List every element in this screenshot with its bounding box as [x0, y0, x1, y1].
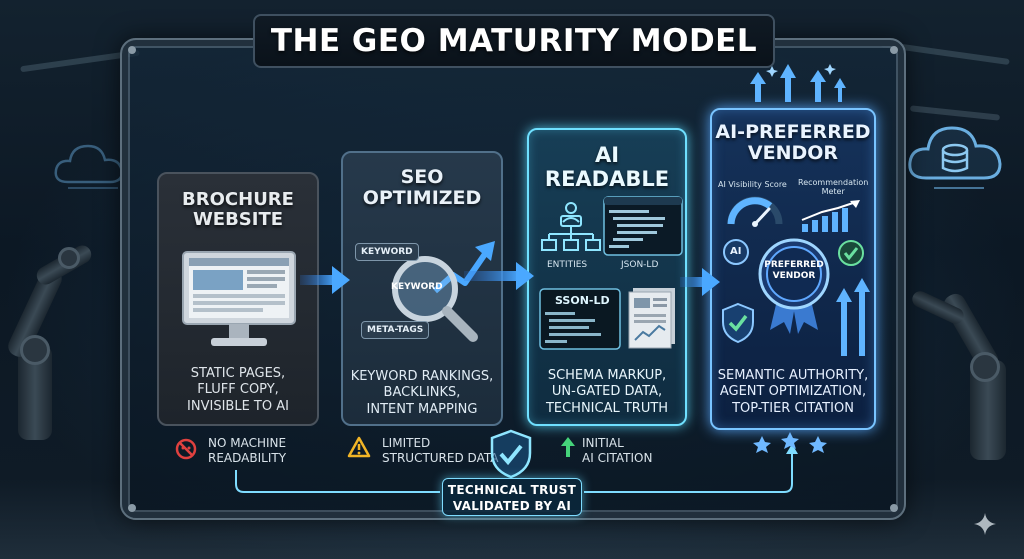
trust-shield-icon — [490, 429, 532, 479]
arrow-stage-3-to-4 — [680, 268, 720, 296]
entities-icon — [541, 202, 601, 251]
visibility-score-label: AI Visibility Score — [718, 180, 787, 189]
sparkle-icon — [974, 513, 996, 535]
stage-description: STATIC PAGES,FLUFF COPY,INVISIBLE TO AI — [187, 366, 289, 414]
magnifier-icon — [392, 256, 478, 342]
cloud-database-icon — [908, 126, 1002, 189]
page-title: THE GEO MATURITY MODEL — [270, 23, 758, 59]
code-panel-icon — [539, 288, 621, 350]
ai-badge-label: AI — [730, 246, 742, 257]
up-arrow-icon — [561, 437, 575, 457]
check-badge-icon — [838, 240, 864, 266]
shield-check-icon — [722, 302, 754, 344]
stars — [753, 432, 827, 453]
keyword-tag: KEYWORD — [355, 243, 419, 261]
monitor-icon — [182, 251, 296, 346]
stage-description: SCHEMA MARKUP,UN-GATED DATA,TECHNICAL TR… — [545, 368, 669, 416]
trust-line-2: VALIDATED BY AI — [452, 498, 572, 513]
preferred-vendor-rosette-icon — [758, 238, 830, 334]
stage-description: SEMANTIC AUTHORITY,AGENT OPTIMIZATION,TO… — [717, 368, 869, 416]
trust-loop-line — [584, 452, 793, 493]
title-plate: THE GEO MATURITY MODEL — [253, 14, 775, 68]
robot-arm-right — [900, 270, 1024, 470]
arrow-stage-1-to-2 — [300, 266, 350, 294]
trust-loop-line — [235, 470, 440, 493]
technical-trust-box: TECHNICAL TRUST VALIDATED BY AI — [442, 478, 582, 516]
json-ld-label: JSON-LD — [621, 260, 659, 270]
no-readability-icon — [175, 438, 197, 460]
magnifier-keyword-label: KEYWORD — [391, 282, 443, 292]
stage-description: KEYWORD RANKINGS,BACKLINKS,INTENT MAPPIN… — [350, 369, 494, 417]
gauge-icon — [727, 196, 783, 227]
rising-arrows — [750, 64, 846, 102]
code-panel-title: SSON-LD — [555, 294, 610, 307]
arrow-stage-2-to-3 — [464, 262, 534, 290]
ai-badge-icon — [723, 239, 749, 265]
warning-icon — [347, 436, 371, 458]
meta-tags-tag: META-TAGS — [361, 321, 430, 339]
up-arrows-icon — [836, 278, 870, 356]
entities-label: ENTITIES — [547, 260, 588, 270]
code-window-icon — [603, 196, 683, 256]
trust-line-1: TECHNICAL TRUST — [447, 483, 577, 497]
document-icon — [628, 288, 675, 349]
trend-arrow-icon — [433, 241, 495, 294]
bar-meter-icon — [801, 200, 860, 232]
robot-arm-left — [0, 225, 120, 445]
